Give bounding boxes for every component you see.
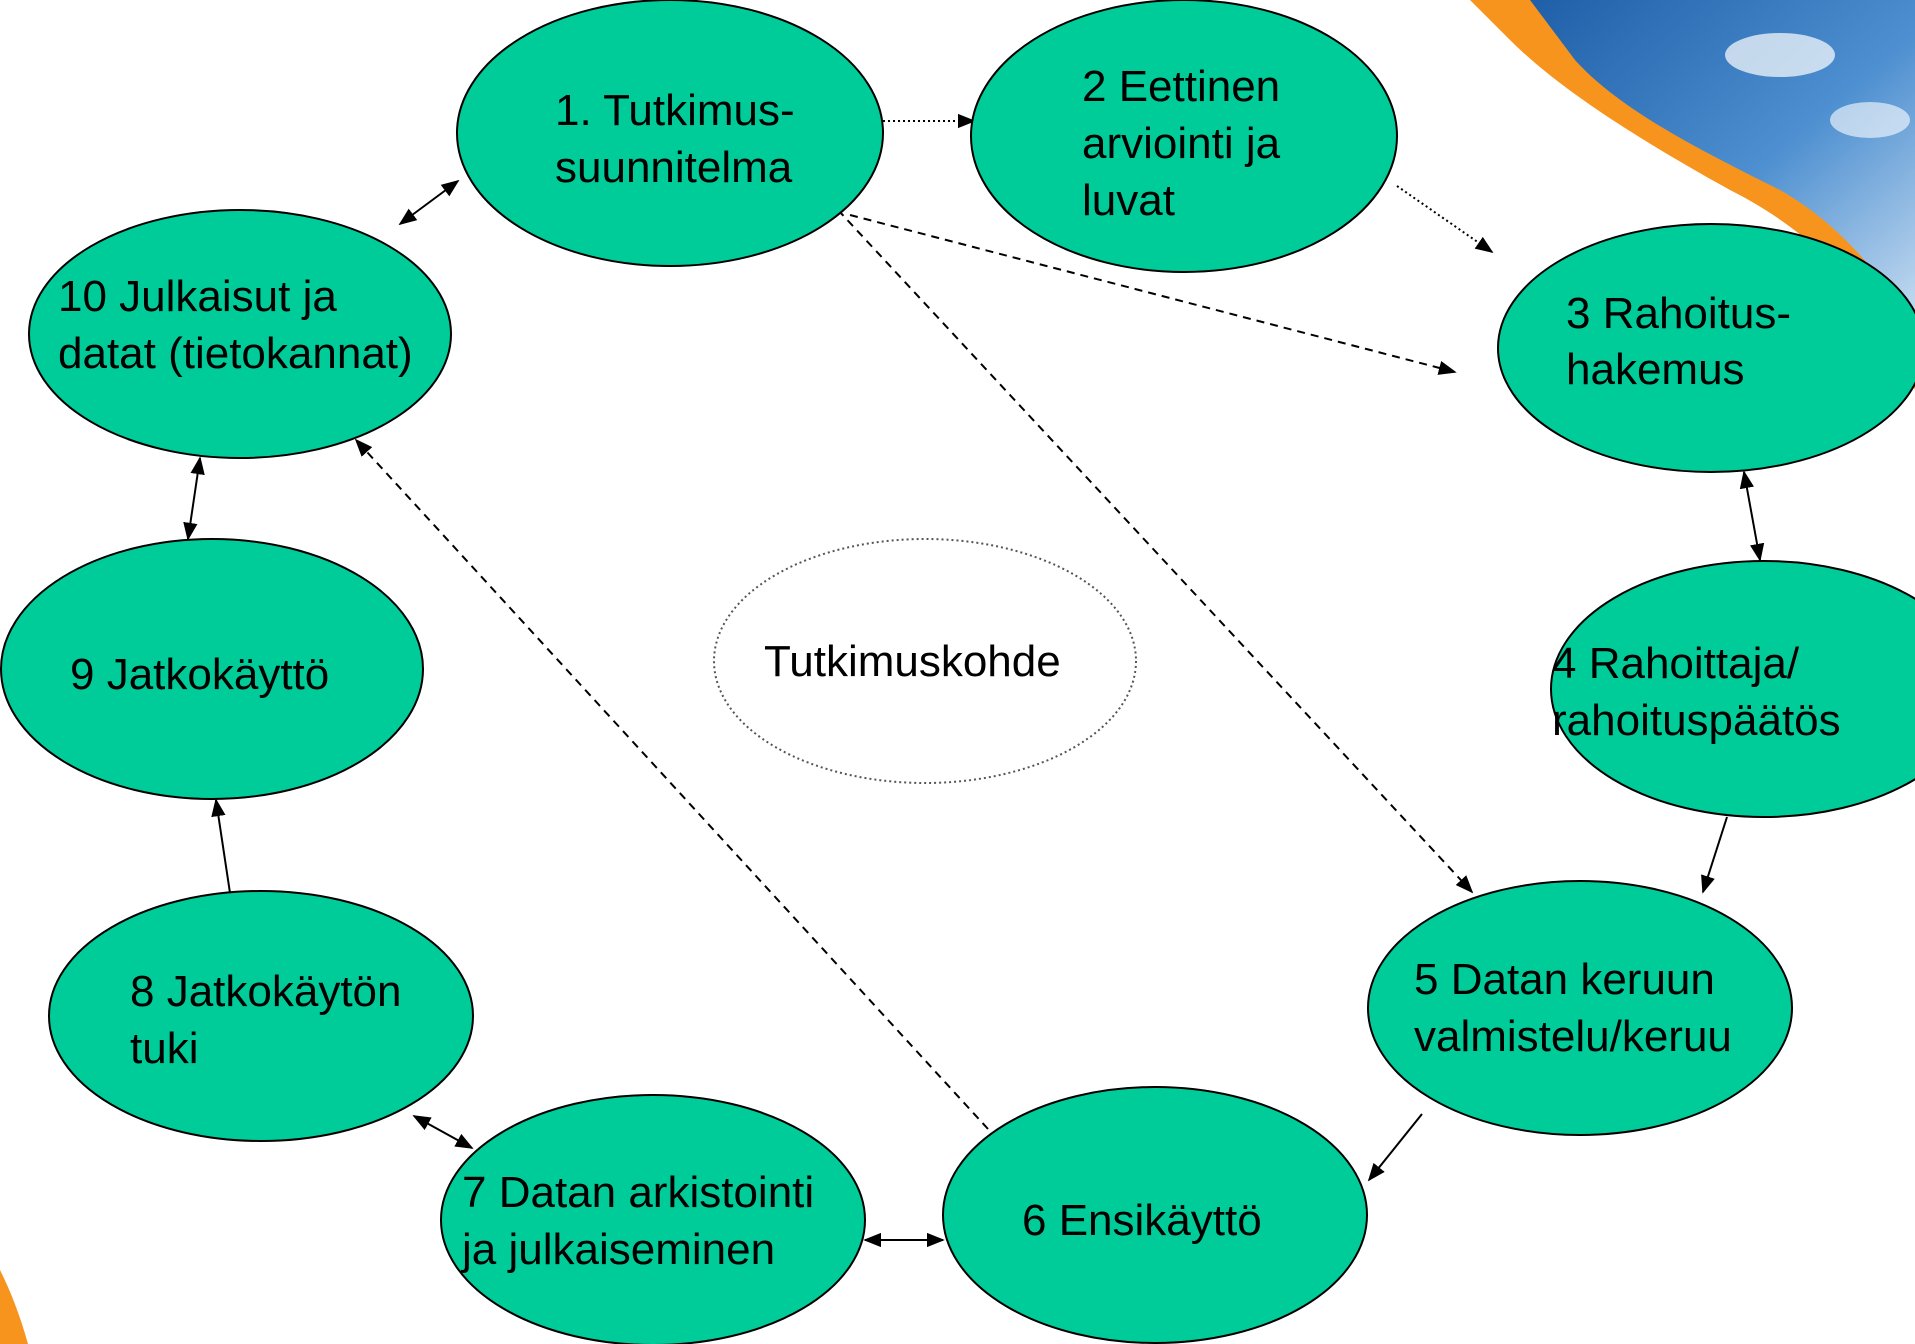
node-ellipse bbox=[1497, 223, 1915, 473]
node-label-line: 7 Datan arkistointi bbox=[462, 1168, 814, 1217]
node-9-reuse: 9 Jatkokäyttö bbox=[0, 538, 424, 800]
corner-decoration-graphic bbox=[1470, 0, 1915, 390]
node-label-line: 10 Julkaisut ja bbox=[58, 272, 337, 321]
node-6-first-use: 6 Ensikäyttö bbox=[942, 1086, 1368, 1344]
dotted-arrow-2-to-3 bbox=[1396, 185, 1494, 254]
solid-connectors bbox=[183, 179, 1765, 1248]
node-label-line: luvat bbox=[1082, 176, 1175, 225]
node-label-line: 5 Datan keruun bbox=[1414, 955, 1715, 1004]
node-label-line: 3 Rahoitus- bbox=[1566, 289, 1791, 338]
node-7-data-archiving: 7 Datan arkistointi ja julkaiseminen bbox=[440, 1094, 866, 1344]
dashed-arrow-1-to-5 bbox=[837, 209, 1474, 894]
node-ellipse bbox=[440, 1094, 866, 1344]
node-ellipse bbox=[1367, 880, 1793, 1136]
node-ellipse bbox=[28, 209, 452, 459]
center-label: Tutkimuskohde bbox=[764, 637, 1061, 686]
node-label-line: suunnitelma bbox=[555, 143, 793, 192]
node-label-line: arviointi ja bbox=[1082, 119, 1281, 168]
node-ellipse bbox=[48, 890, 474, 1142]
node-4-funder-decision: 4 Rahoittaja/ rahoituspäätös bbox=[1550, 560, 1915, 818]
node-label-line: 4 Rahoittaja/ bbox=[1552, 639, 1800, 688]
sky-image-shape bbox=[1530, 0, 1915, 330]
arrow-9-10 bbox=[183, 456, 205, 541]
node-8-reuse-support: 8 Jatkokäytön tuki bbox=[48, 890, 474, 1142]
node-label-line: ja julkaiseminen bbox=[460, 1225, 775, 1274]
node-ellipse bbox=[942, 1086, 1368, 1344]
arrow-3-4 bbox=[1739, 470, 1765, 562]
node-1-research-plan: 1. Tutkimus- suunnitelma bbox=[456, 0, 884, 267]
node-10-publications-datasets: 10 Julkaisut ja datat (tietokannat) bbox=[28, 209, 452, 459]
arrow-4-to-5 bbox=[1701, 816, 1728, 894]
node-label-line: valmistelu/keruu bbox=[1414, 1012, 1732, 1061]
node-label-line: 9 Jatkokäyttö bbox=[70, 650, 329, 699]
node-2-ethics-review: 2 Eettinen arviointi ja luvat bbox=[970, 0, 1398, 273]
node-label-line: datat (tietokannat) bbox=[58, 329, 413, 378]
node-ellipse bbox=[1550, 560, 1915, 818]
node-ellipse bbox=[970, 0, 1398, 273]
node-label-line: 1. Tutkimus- bbox=[555, 86, 795, 135]
node-5-data-collection: 5 Datan keruun valmistelu/keruu bbox=[1367, 880, 1793, 1136]
node-label-line: 2 Eettinen bbox=[1082, 62, 1280, 111]
cloud-shape bbox=[1830, 102, 1910, 138]
center-ellipse bbox=[713, 538, 1137, 784]
cloud-shape bbox=[1725, 33, 1835, 77]
dashed-arrow-6-to-10 bbox=[354, 438, 989, 1130]
arrow-8-to-9 bbox=[211, 798, 231, 894]
node-3-funding-application: 3 Rahoitus- hakemus bbox=[1497, 223, 1915, 473]
node-label-line: tuki bbox=[130, 1024, 198, 1073]
node-label-line: 8 Jatkokäytön bbox=[130, 967, 402, 1016]
dashed-arrow-1-to-3 bbox=[849, 214, 1457, 375]
arrow-1-10 bbox=[398, 179, 460, 226]
center-node-research-subject: Tutkimuskohde bbox=[713, 538, 1137, 784]
node-label-line: rahoituspäätös bbox=[1552, 696, 1841, 745]
node-ellipse bbox=[0, 538, 424, 800]
orange-arc-decoration bbox=[0, 1270, 28, 1344]
node-label-line: 6 Ensikäyttö bbox=[1022, 1196, 1262, 1245]
node-label-line: hakemus bbox=[1566, 345, 1745, 394]
arrow-5-to-6 bbox=[1367, 1113, 1423, 1182]
dashed-connectors bbox=[354, 113, 1494, 1130]
arrow-7-8 bbox=[412, 1115, 474, 1149]
node-ellipse bbox=[456, 0, 884, 267]
